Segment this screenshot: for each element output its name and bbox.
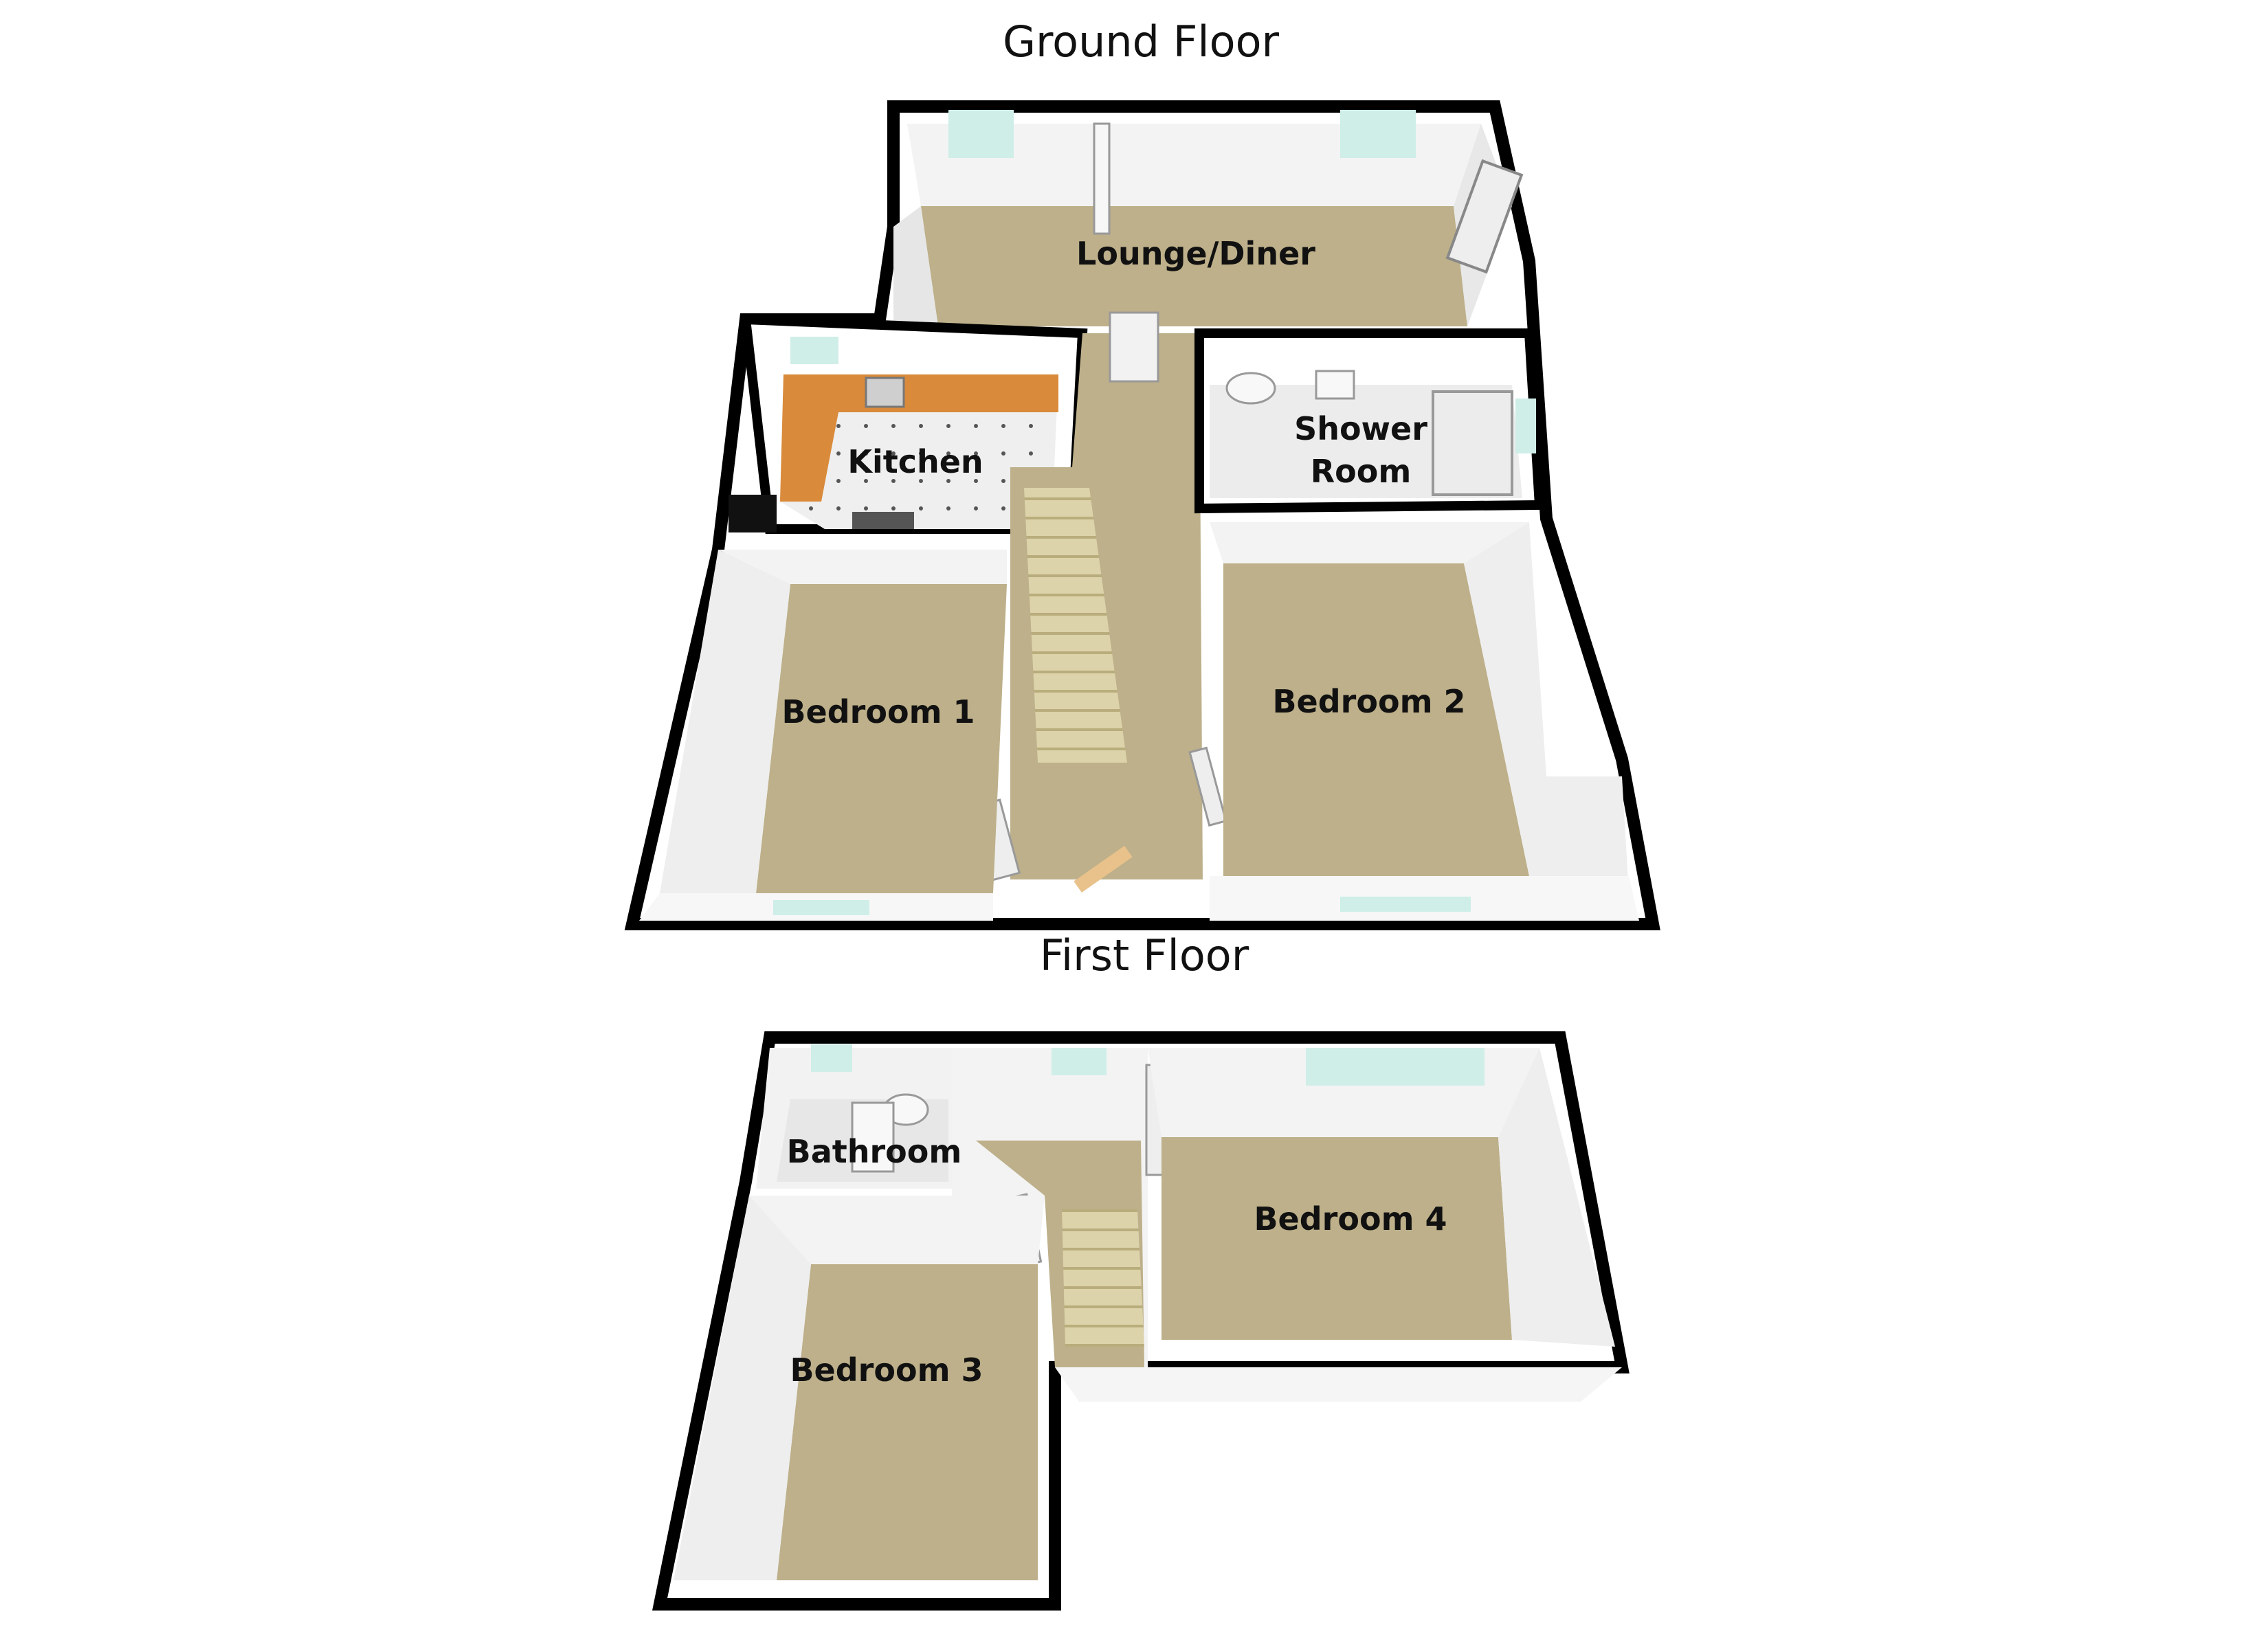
lounge-window [948,110,1014,158]
kitchen-hob-icon [852,512,914,529]
shower-room [1194,328,1545,514]
shower-enclosure-icon [1432,390,1513,496]
bedroom1-window [773,900,869,915]
first-floor-title: First Floor [1040,930,1249,980]
bedroom4-window [1306,1048,1485,1086]
bedroom-3-label: Bedroom 3 [790,1351,983,1389]
patio-door [1445,159,1524,274]
bathroom-window [811,1044,852,1072]
bedroom-4-label: Bedroom 4 [1254,1200,1447,1237]
kitchen-room [729,314,1088,534]
bedroom-2-label: Bedroom 2 [1272,683,1465,720]
shower-room-window [1515,399,1536,453]
hall-door-top [1109,311,1159,383]
bathroom-room [756,1044,952,1189]
kitchen-sink-icon [865,377,905,408]
shower-room-toilet-icon [1315,370,1355,400]
bedroom-1-room [639,550,1007,921]
lounge-diner-label: Lounge/Diner [1076,235,1315,272]
bedroom-3-room [674,1196,1622,1580]
lounge-window-right [1340,110,1416,158]
bedroom-1-label: Bedroom 1 [781,693,975,730]
first-staircase [1062,1209,1144,1347]
lounge-divider [1093,122,1111,235]
bathroom-bath-icon [851,1101,895,1173]
shower-room-basin-icon [1225,372,1276,405]
bedroom-4-room [1148,1048,1615,1347]
first-floor: Bathroom Bedroom 4 Bedroom 3 [652,1031,1630,1611]
bathroom-label: Bathroom [787,1133,962,1170]
ground-staircase [1024,488,1127,763]
kitchen-worktop [780,374,1058,502]
bedroom2-door [1188,746,1227,827]
ground-floor-title: Ground Floor [1003,16,1280,67]
kitchen-cupboard [729,495,777,532]
kitchen-label: Kitchen [847,443,983,480]
bedroom-2-room [1210,522,1639,921]
bedroom2-window [1340,897,1471,912]
landing-window [1052,1048,1107,1075]
front-door [1074,845,1133,893]
kitchen-window [790,337,838,364]
lounge-diner-room [893,110,1524,326]
